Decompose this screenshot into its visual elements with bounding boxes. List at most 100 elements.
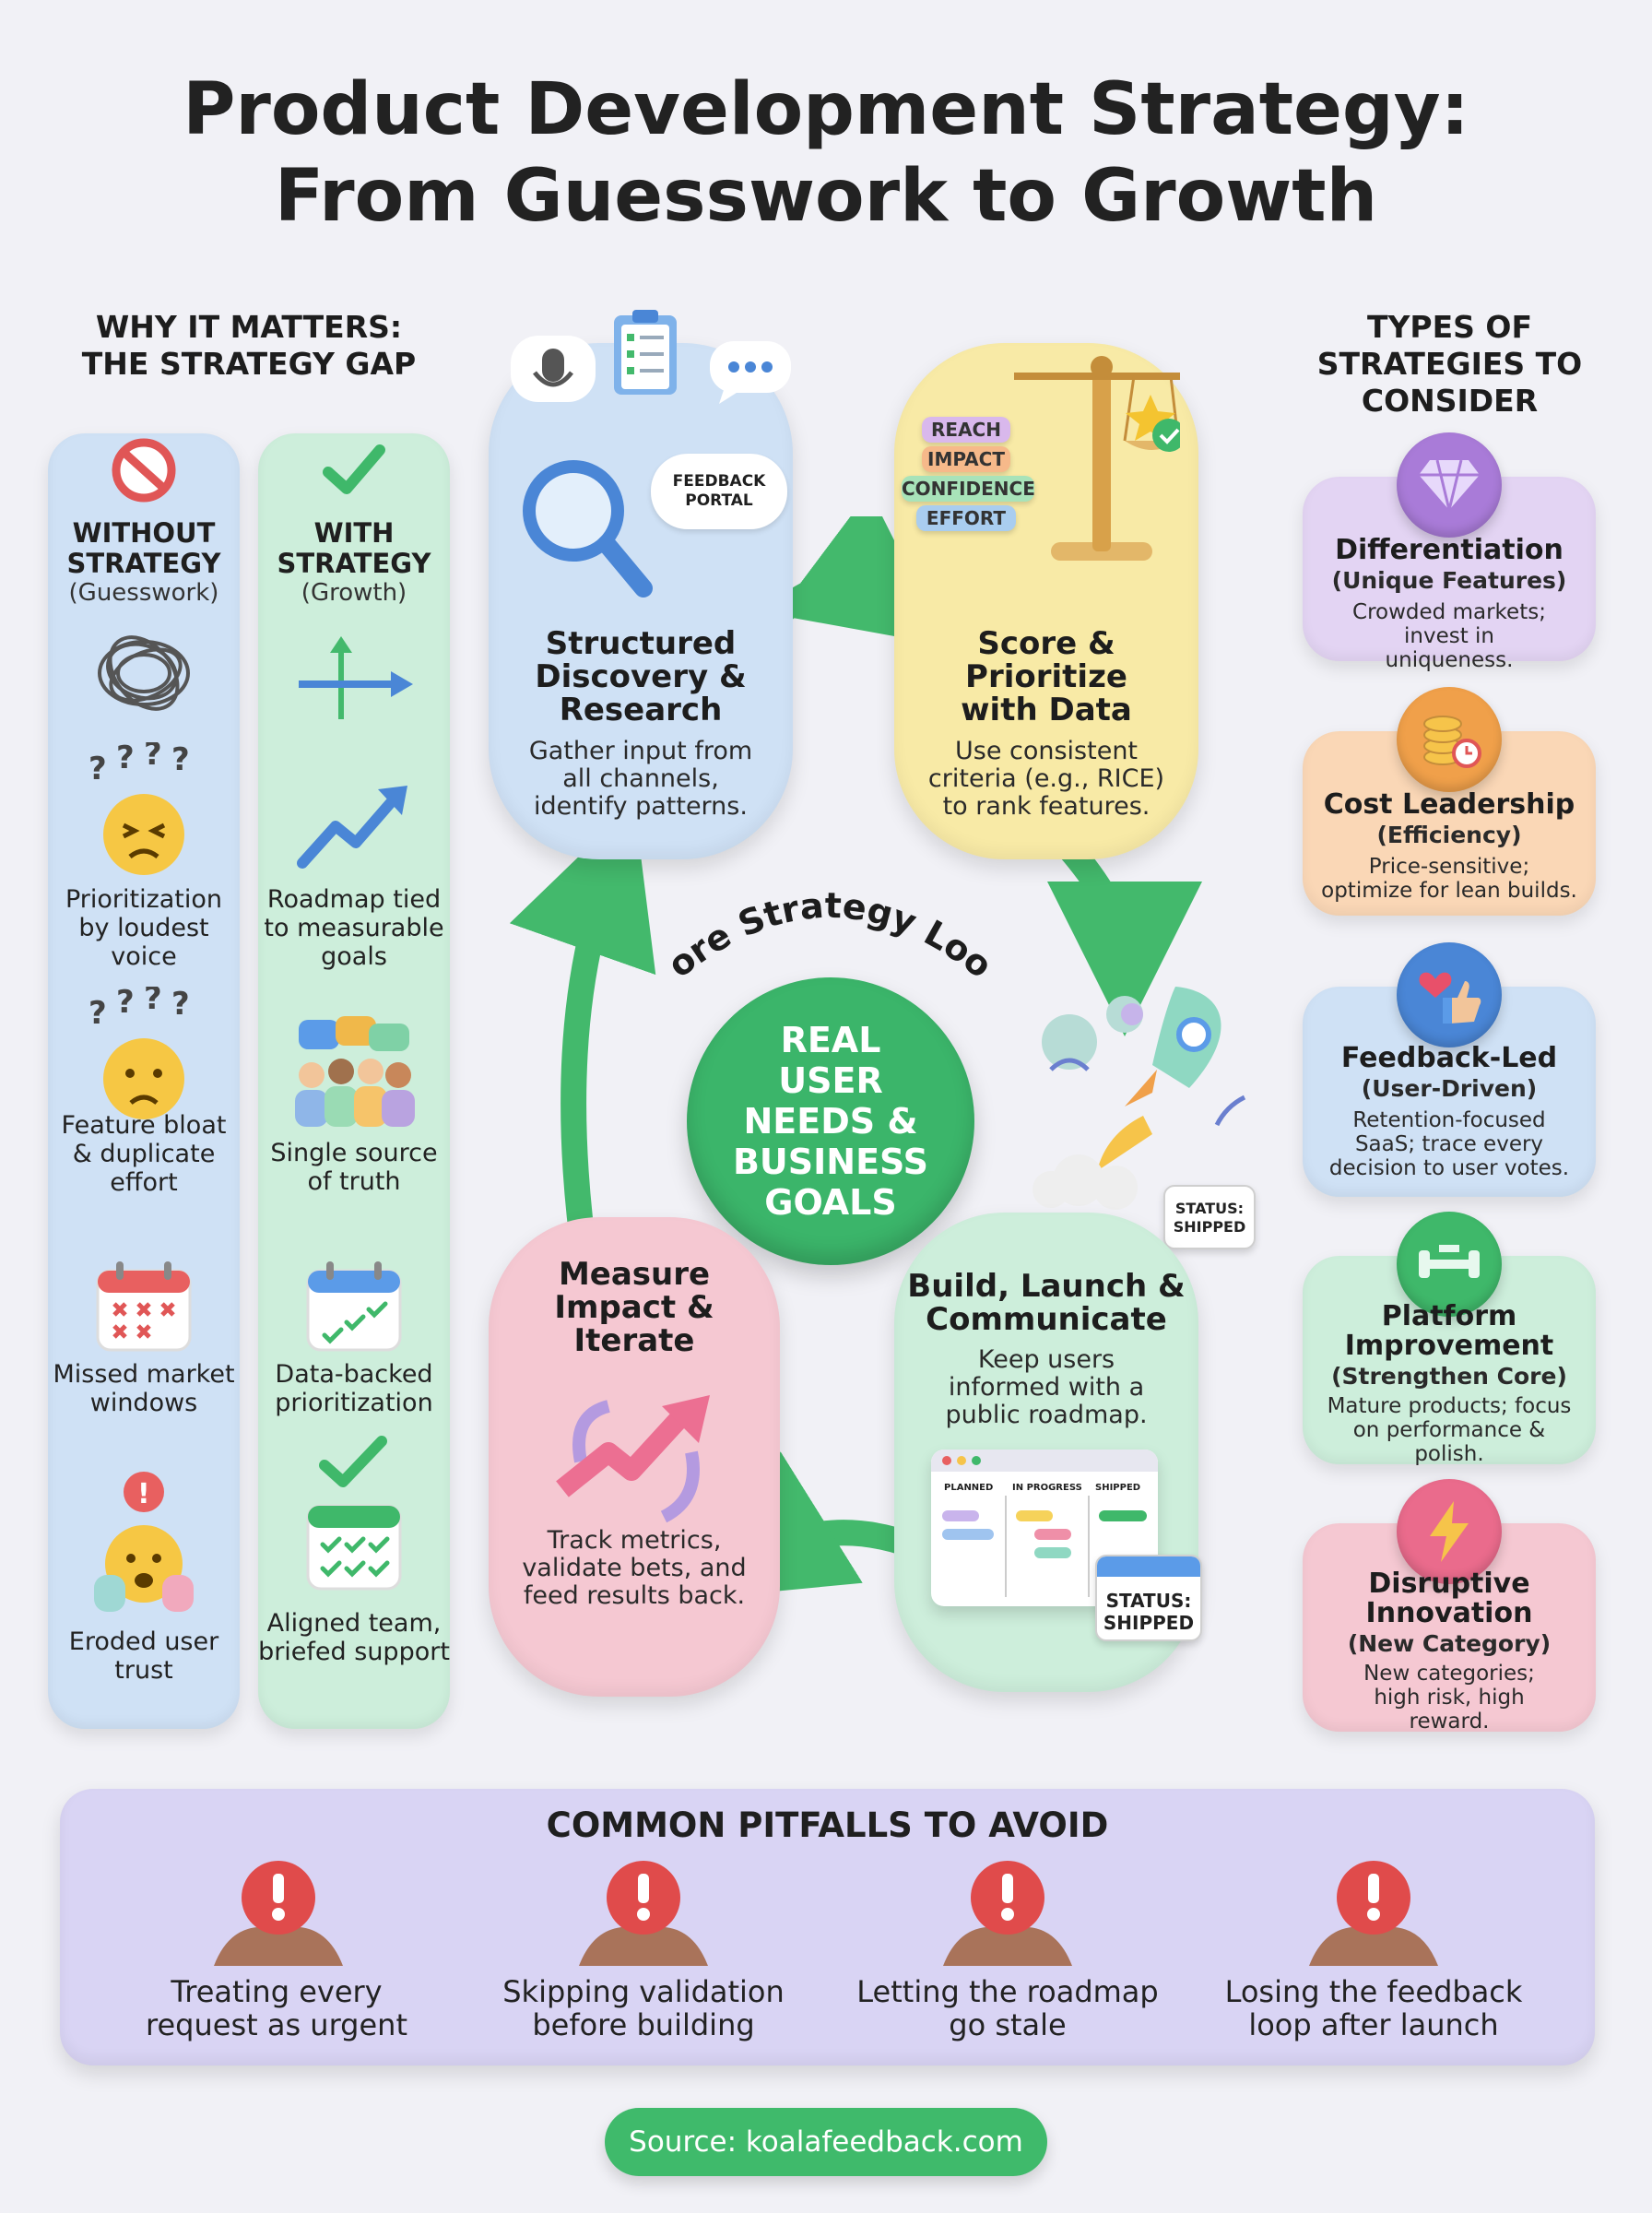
with-item-2: Single source of truth [270,1139,438,1196]
with-title-line-1: WITH [313,517,395,549]
without-item-3: Missed market windows [53,1360,235,1417]
board-card [1016,1510,1053,1521]
distressed-face-icon: ! [94,1472,194,1612]
strategy-desc: Retention-focused SaaS; trace every deci… [1328,1108,1570,1180]
pitfalls-band: COMMON PITFALLS TO AVOID [60,1789,1595,2065]
with-title-line-2: STRATEGY [277,548,431,579]
types-heading-line-2: STRATEGIES TO [1316,346,1583,382]
rocket-icon [1032,987,1246,1210]
why-heading-line-1: WHY IT MATTERS: [95,309,403,345]
magnifier-icon [523,460,653,598]
strategy-subtitle: (New Category) [1347,1630,1552,1657]
board-col-shipped: SHIPPED [1095,1483,1141,1493]
strategy-card-feedback-led: Feedback-Led (User-Driven) Retention-foc… [1303,942,1596,1197]
status-shipped-big: STATUS: SHIPPED [1095,1555,1202,1641]
core-loop-label-text: Core Strategy Loop [645,858,1000,986]
step-score-title: Score & Prioritize with Data [961,625,1132,728]
alert-pin-icon [579,1861,708,1966]
with-item-1: Roadmap tied to measurable goals [264,885,444,971]
without-strategy-title: WITHOUT STRATEGY [48,518,240,579]
page-title: Product Development Strategy: From Guess… [0,66,1652,240]
status-big-line-2: SHIPPED [1103,1612,1195,1634]
checkmark-icon [323,444,385,494]
missed-calendar-icon [96,1261,192,1352]
core-goal-text: REAL USER NEEDS & BUSINESS GOALS [732,1020,929,1223]
with-strategy-title: WITH STRATEGY [258,518,450,579]
checked-calendar-icon [306,1261,402,1352]
scale-tag-reach: REACH [922,417,1010,443]
svg-text:Core Strategy Loop: Core Strategy Loop [645,858,1000,986]
types-heading-line-1: TYPES OF [1367,309,1532,345]
without-item-1: Prioritization by loudest voice [65,885,223,971]
strategy-title: Cost Leadership [1323,788,1575,821]
heart-thumbs-up-icon [1397,942,1502,1047]
svg-text:?: ? [171,987,190,1023]
strategy-title: Platform Improvement [1344,1300,1554,1362]
iterate-growth-icon [556,1395,710,1523]
types-heading: TYPES OF STRATEGIES TO CONSIDER [1291,309,1609,420]
feedback-portal-line-2: PORTAL [685,491,753,510]
arrow-measure-to-discovery [509,802,656,1265]
strategy-title: Feedback-Led [1340,1042,1558,1074]
step-discovery: FEEDBACK PORTAL Structured Discovery & R… [489,310,793,859]
svg-text:?: ? [116,987,135,1021]
svg-text:?: ? [88,995,107,1032]
approved-calendar-icon [306,1436,402,1591]
without-strategy-subtitle: (Guesswork) [68,579,219,607]
source-link[interactable]: Source: koalafeedback.com [605,2108,1047,2176]
team-chat-icon [295,1016,415,1127]
board-card [1099,1510,1147,1521]
confused-face-icon: ? ? ? ? [88,742,190,875]
feedback-portal-cloud: FEEDBACK PORTAL [651,454,787,529]
step-build-desc: Keep users informed with a public roadma… [945,1345,1148,1429]
types-heading-line-3: CONSIDER [1361,383,1539,419]
scale-tag-impact: IMPACT [922,446,1010,472]
step-measure-desc: Track metrics, validate bets, and feed r… [522,1526,747,1610]
scale-tag-confidence: CONFIDENCE [902,476,1035,502]
strategy-card-disruptive-innovation: Disruptive Innovation (New Category) New… [1303,1479,1596,1734]
alert-pin-icon [943,1861,1072,1966]
step-measure-title: Measure Impact & Iterate [554,1256,714,1359]
strategy-title: Disruptive Innovation [1365,1568,1533,1629]
step-measure: Measure Impact & Iterate Track metrics, … [489,1217,780,1697]
without-item-2: Feature bloat & duplicate effort [61,1111,227,1197]
microphone-icon [511,336,596,402]
svg-text:?: ? [88,751,107,787]
alert-pin-icon [214,1861,343,1966]
step-score: REACH IMPACT CONFIDENCE EFFORT Score & P… [894,343,1198,859]
strategy-subtitle: (Unique Features) [1331,567,1567,594]
step-score-desc: Use consistent criteria (e.g., RICE) to … [927,737,1165,821]
diamond-icon [1397,432,1502,538]
status-small-line-1: STATUS: [1174,1200,1245,1217]
title-line-1: Product Development Strategy: [183,68,1469,151]
board-col-in-progress: IN PROGRESS [1012,1483,1082,1493]
why-heading-line-2: THE STRATEGY GAP [81,346,417,382]
strategy-desc: New categories; high risk, high reward. [1363,1662,1535,1734]
why-heading: WHY IT MATTERS: THE STRATEGY GAP [37,309,461,383]
step-build-title: Build, Launch & Communicate [907,1268,1186,1338]
step-discovery-title: Structured Discovery & Research [535,625,747,728]
pitfalls-heading: COMMON PITFALLS TO AVOID [546,1805,1109,1845]
svg-text:?: ? [144,742,162,773]
core-loop-label: Core Strategy Loop [645,858,1000,986]
without-strategy-column: WITHOUT STRATEGY (Guesswork) ? ? ? ? Pri… [48,433,240,1729]
status-shipped-small: STATUS: SHIPPED [1163,1185,1256,1249]
public-roadmap-board: PLANNED IN PROGRESS SHIPPED [931,1450,1158,1606]
status-small-line-2: SHIPPED [1173,1218,1246,1236]
no-entry-icon [112,438,176,503]
with-item-4: Aligned team, briefed support [258,1609,450,1666]
with-strategy-column: WITH STRATEGY (Growth) Roadmap tied to m… [258,433,450,1729]
pitfall-item-1: Treating every request as urgent [146,1974,407,2042]
coins-clock-icon [1397,687,1502,792]
core-goal-circle: REAL USER NEEDS & BUSINESS GOALS [687,977,974,1265]
svg-text:?: ? [144,987,162,1017]
board-card [942,1510,979,1521]
svg-text:?: ? [171,742,190,778]
without-item-4: Eroded user trust [68,1627,219,1685]
pitfall-item-2: Skipping validation before building [502,1974,785,2042]
board-dot-yellow [957,1456,966,1465]
pitfall-item-3: Letting the roadmap go stale [856,1974,1159,2042]
strategy-card-differentiation: Differentiation (Unique Features) Crowde… [1303,432,1596,672]
strategy-subtitle: (Strengthen Core) [1331,1363,1567,1390]
without-title-line-1: WITHOUT [72,517,216,549]
